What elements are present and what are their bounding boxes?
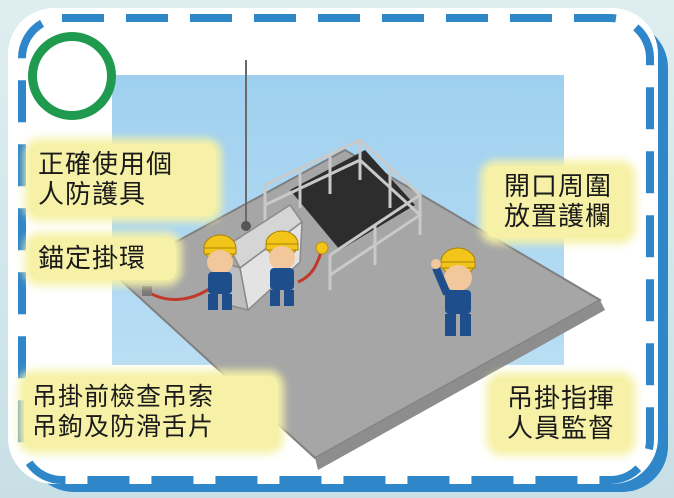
label-hook-check: 吊掛前檢查吊索 吊鉤及防滑舌片: [24, 376, 278, 448]
label-hook-check-line-1: 吊掛前檢查吊索: [32, 382, 215, 411]
label-barrier-line-1: 開口周圍: [503, 172, 612, 202]
label-hook-check-line-2: 吊鉤及防滑舌片: [32, 412, 215, 441]
correct-circle-icon: [28, 32, 116, 120]
label-signal: 吊掛指揮 人員監督: [492, 378, 630, 450]
label-ppe-line-2: 人防護具: [38, 180, 147, 210]
label-ppe: 正確使用個 人防護具: [30, 144, 216, 216]
anchor-point: [142, 286, 152, 296]
label-ppe-line-1: 正確使用個: [38, 150, 174, 180]
label-signal-line-1: 吊掛指揮: [506, 384, 615, 414]
floor-opening: [290, 150, 415, 250]
worker-signaller: [431, 247, 476, 336]
label-anchor-line-1: 錨定掛環: [38, 244, 147, 274]
label-anchor: 錨定掛環: [30, 238, 176, 280]
worker-left: [203, 234, 237, 310]
label-signal-line-2: 人員監督: [506, 414, 615, 444]
worker-middle: [265, 230, 299, 306]
label-barrier-line-2: 放置護欄: [503, 202, 612, 232]
guardrail: [263, 138, 423, 290]
label-barrier: 開口周圍 放置護欄: [486, 166, 630, 238]
anchor-ring: [315, 241, 329, 255]
